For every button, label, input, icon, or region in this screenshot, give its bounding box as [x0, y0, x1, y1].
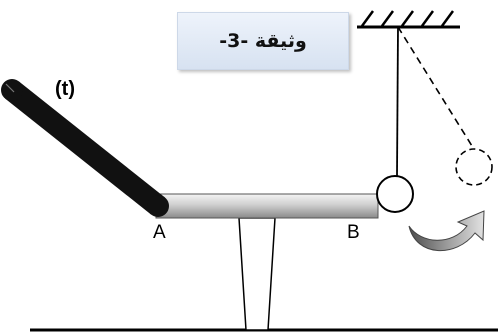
support-stand: [238, 217, 276, 331]
rod-t: [1, 79, 169, 217]
pendulum-ball: [376, 175, 414, 213]
ceiling-support: [357, 10, 460, 29]
pendulum-string: [396, 26, 399, 177]
document-title-box: وثيقة -3-: [177, 12, 349, 70]
pendulum-string-displaced: [397, 26, 473, 147]
beam-ab: [155, 193, 379, 219]
point-b-label: B: [347, 222, 360, 243]
pendulum-ball-displaced: [455, 148, 493, 186]
point-a-label: A: [153, 222, 166, 243]
document-title: وثيقة -3-: [219, 30, 307, 52]
motion-arrow: [408, 210, 485, 252]
rod-label: (t): [55, 78, 75, 100]
